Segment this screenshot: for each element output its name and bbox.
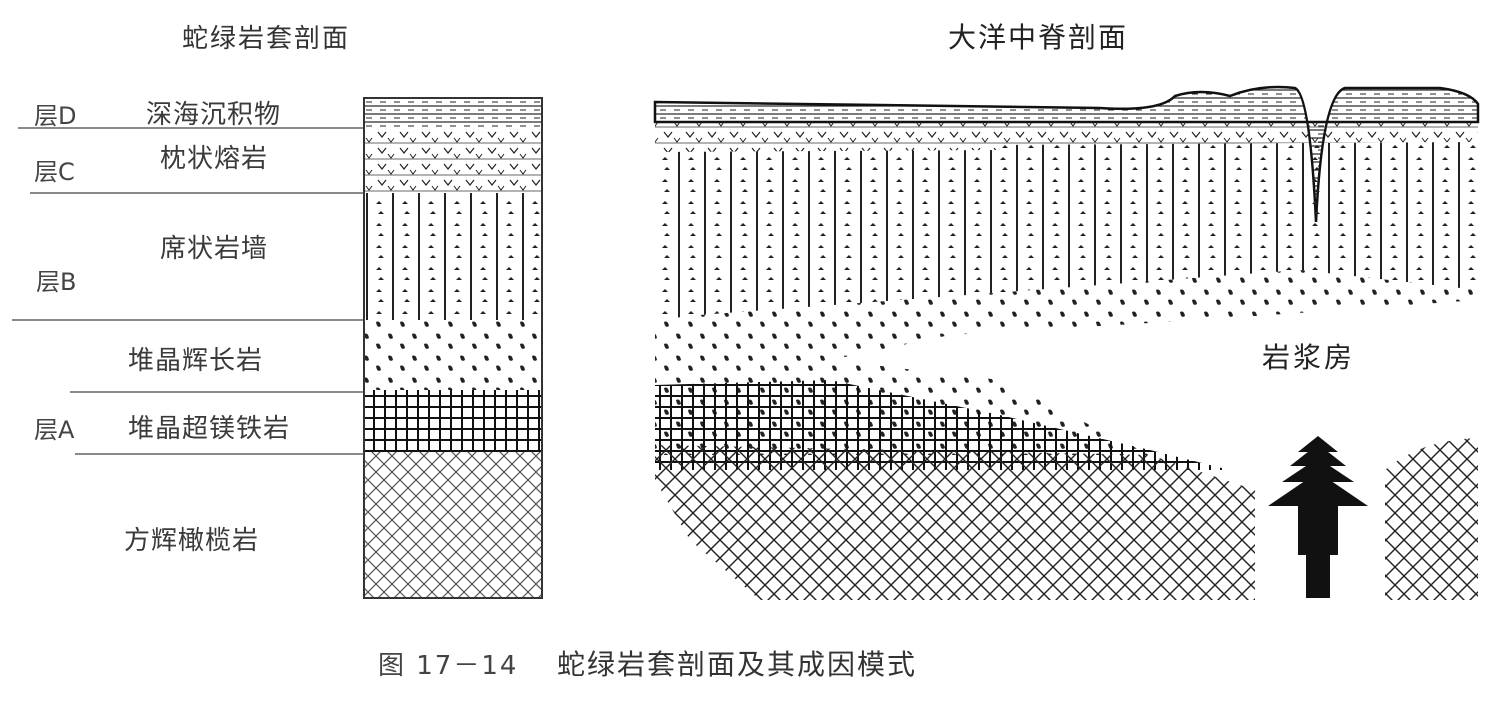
harzburgite-name: 方辉橄榄岩 xyxy=(124,526,260,556)
column-frame xyxy=(363,97,543,599)
ultramafic-name: 堆晶超镁铁岩 xyxy=(128,414,291,444)
layer-boundaries xyxy=(12,127,364,455)
strat-column xyxy=(363,97,543,599)
layer-b-id: 层B xyxy=(36,268,77,296)
column-gabbro-layer xyxy=(364,320,542,390)
layer-c-id: 层C xyxy=(34,158,75,186)
column-title: 蛇绿岩套剖面 xyxy=(182,24,351,54)
ridge-ultramafic-layer xyxy=(655,380,1230,470)
magma-chamber-label: 岩浆房 xyxy=(1262,341,1356,374)
layer-a-id: 层A xyxy=(34,416,75,444)
column-sediment-layer xyxy=(364,98,542,128)
figure-caption: 蛇绿岩套剖面及其成因模式 xyxy=(557,648,918,681)
column-harzburgite-layer xyxy=(364,452,542,598)
column-sheeted-dike-layer xyxy=(364,193,542,320)
layer-c-name: 枕状熔岩 xyxy=(160,144,269,174)
ridge-gabbro-layer xyxy=(655,270,1478,380)
magma-upwelling-arrow xyxy=(1268,436,1368,598)
figure-number: 图 17－14 xyxy=(378,651,519,681)
column-pillow-lava-layer xyxy=(364,128,542,193)
ridge-pillow-lava-layer xyxy=(655,122,1478,152)
ridge-title: 大洋中脊剖面 xyxy=(948,21,1129,54)
sheeted-dike-name: 席状岩墙 xyxy=(160,234,269,264)
gabbro-name: 堆晶辉长岩 xyxy=(128,346,264,376)
ridge-harzburgite-left xyxy=(655,445,1255,600)
column-ultramafic-layer xyxy=(364,390,542,452)
ridge-sheeted-dike-layer xyxy=(655,142,1478,320)
ridge-sediment-layer xyxy=(653,85,1480,223)
layer-d-id: 层D xyxy=(34,102,77,130)
ridge-harzburgite-right xyxy=(1385,438,1478,600)
ridge-section xyxy=(653,85,1480,600)
layer-d-name: 深海沉积物 xyxy=(146,100,282,130)
